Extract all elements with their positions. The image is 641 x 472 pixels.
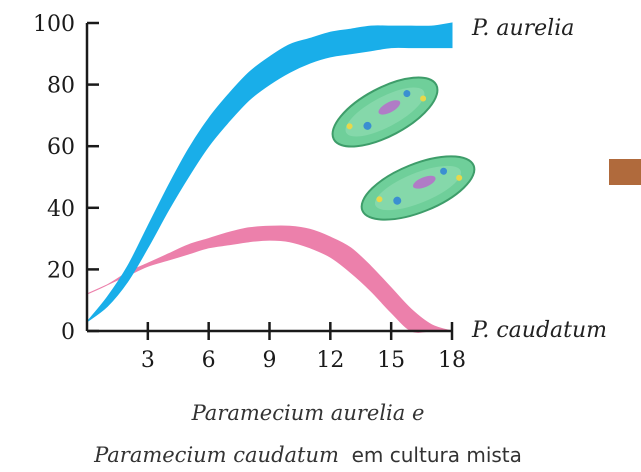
caption-line-2: Paramecium caudatum em cultura mista <box>93 443 522 467</box>
y-tick-label: 100 <box>33 12 75 37</box>
series-band-aurelia <box>86 22 453 323</box>
y-ticks: 0 20 40 60 80 100 <box>33 12 99 345</box>
y-tick-label: 40 <box>47 197 75 222</box>
y-tick-label: 0 <box>61 320 75 345</box>
caption-line-1: Paramecium aurelia e <box>191 401 425 425</box>
x-tick-label: 12 <box>316 348 344 373</box>
caption-line-2-italic: Paramecium caudatum <box>93 443 339 467</box>
paramecium-illustration-top <box>331 76 439 148</box>
y-tick-label: 60 <box>47 135 75 160</box>
caption-line-2-plain: em cultura mista <box>352 443 522 467</box>
x-tick-label: 15 <box>377 348 405 373</box>
x-tick-label: 6 <box>202 348 216 373</box>
x-tick-label: 9 <box>263 348 277 373</box>
x-tick-label: 18 <box>438 348 466 373</box>
y-tick-label: 80 <box>47 74 75 99</box>
decorative-bar <box>609 159 641 185</box>
series-label-caudatum: P. caudatum <box>471 318 607 343</box>
series-labels: P. aurelia P. caudatum <box>471 16 607 343</box>
series-label-aurelia: P. aurelia <box>471 16 574 41</box>
y-tick-label: 20 <box>47 258 75 283</box>
x-ticks: 3 6 9 12 15 18 <box>141 322 466 373</box>
paramecium-illustration-bottom <box>360 155 476 221</box>
x-tick-label: 3 <box>141 348 155 373</box>
